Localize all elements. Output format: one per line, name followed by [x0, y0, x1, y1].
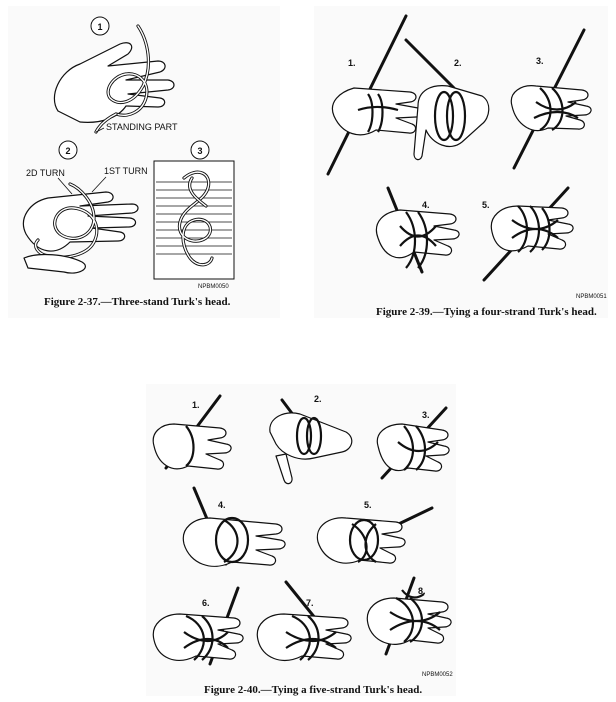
hand-40-1 — [152, 423, 232, 470]
figure-2-40-caption: Figure 2-40.—Tying a five-strand Turk's … — [204, 684, 423, 696]
hand-illustration-1 — [53, 42, 175, 123]
fig37-code: NPBM0050 — [198, 284, 229, 290]
fig40-step-7: 7. — [306, 598, 314, 608]
fig40-step-6: 6. — [202, 598, 210, 608]
fig39-step-2: 2. — [454, 58, 462, 68]
figure-2-39-illustration: 1. 2. 3. 4. 5. NPBM0051 — [326, 14, 607, 300]
hand-40-7 — [256, 613, 352, 661]
knot-40-6 — [183, 614, 229, 661]
hand-40-5 — [316, 517, 406, 564]
stick-2 — [404, 38, 456, 90]
label-2d-turn: 2D TURN — [26, 168, 65, 178]
knot-40-1 — [185, 425, 195, 467]
knot-40-5 — [348, 518, 380, 562]
knot-40-4 — [214, 516, 250, 564]
knot-39-1 — [357, 93, 399, 133]
knot-39-3 — [533, 87, 579, 131]
fig40-step-8: 8. — [418, 586, 426, 596]
knot-39-5 — [511, 205, 559, 253]
hand-39-4 — [375, 209, 460, 259]
fig37-step-1: 1 — [97, 22, 102, 32]
figure-2-37-caption: Figure 2-37.—Three-stand Turk's head. — [44, 296, 231, 308]
figure-2-39: 1. 2. 3. 4. 5. NPBM0051 Figure 2-39.—Tyi… — [314, 6, 608, 318]
hand-39-2 — [413, 85, 490, 161]
figure-2-39-caption: Figure 2-39.—Tying a four-strand Turk's … — [376, 306, 597, 318]
hand-40-6 — [152, 613, 244, 661]
fig39-step-3: 3. — [536, 56, 544, 66]
hand-40-2-wrist — [275, 453, 293, 485]
fig39-step-5: 5. — [482, 200, 490, 210]
hand-illustration-2b — [23, 253, 86, 274]
step-circle-2 — [58, 140, 78, 160]
fig40-code: NPBM0052 — [422, 672, 453, 678]
figure-2-40-illustration: 1. 2. 3. 4. 5. 6. 7. 8. — [152, 394, 453, 678]
step-circle-3 — [190, 140, 210, 160]
knot-39-4 — [399, 211, 437, 269]
knot-40-3 — [397, 425, 439, 471]
fig39-step-4: 4. — [422, 200, 430, 210]
fig40-step-3: 3. — [422, 410, 430, 420]
figure-2-37: 1 STANDING PART 2 2D TURN 1ST TURN 3 — [8, 6, 280, 318]
fig39-code: NPBM0051 — [576, 294, 607, 300]
figure-2-40: 1. 2. 3. 4. 5. 6. 7. 8. — [146, 384, 456, 696]
hand-40-4 — [182, 517, 286, 567]
knot-39-2 — [433, 90, 455, 142]
hand-illustration-2 — [22, 191, 139, 252]
fig40-step-2: 2. — [314, 394, 322, 404]
fig40-step-5: 5. — [364, 500, 372, 510]
fig40-step-1: 1. — [192, 400, 200, 410]
fig37-step-2: 2 — [65, 146, 70, 156]
fig37-step-3: 3 — [197, 146, 202, 156]
figure-2-37-illustration: 1 STANDING PART 2 2D TURN 1ST TURN 3 — [22, 16, 235, 290]
fig40-step-4: 4. — [218, 500, 226, 510]
label-1st-turn: 1ST TURN — [104, 166, 148, 176]
knot-40-2 — [295, 416, 313, 456]
cylinder-stripes — [156, 181, 232, 255]
knot-40-8 — [389, 589, 441, 643]
label-standing-part: STANDING PART — [106, 122, 178, 132]
step-circle-1 — [90, 16, 110, 36]
knot-40-7 — [285, 614, 337, 661]
fig39-step-1: 1. — [348, 58, 356, 68]
